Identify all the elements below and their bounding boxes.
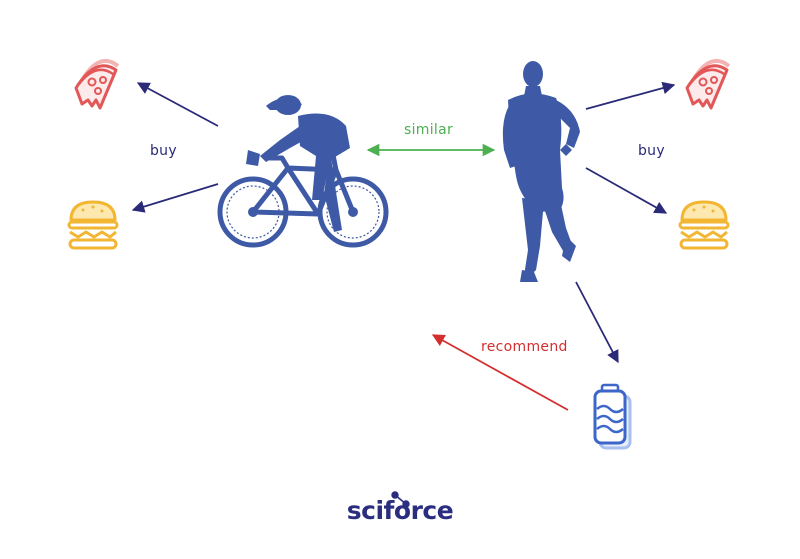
pizza-icon-right (685, 58, 731, 110)
recommend-label: recommend (481, 339, 568, 355)
arrow-recommend (431, 334, 569, 411)
logo-mark-icon (391, 491, 410, 508)
arrow-runner-to-pizza (585, 81, 676, 110)
arrow-runner-to-burger (585, 167, 668, 214)
pizza-icon-left (74, 58, 120, 110)
drink-can-icon (593, 383, 632, 450)
runner-icon (502, 61, 580, 282)
burger-icon-left (67, 200, 119, 250)
arrow-cyclist-to-burger (131, 183, 219, 213)
arrow-runner-to-drink (575, 281, 619, 364)
cyclist-icon (217, 95, 389, 248)
similar-label: similar (404, 122, 454, 138)
arrow-cyclist-to-pizza (136, 82, 219, 127)
buy-label-left: buy (150, 143, 177, 159)
buy-label-right: buy (638, 143, 665, 159)
sciforce-logo: sciforce (346, 496, 454, 525)
burger-icon-right (678, 200, 730, 250)
